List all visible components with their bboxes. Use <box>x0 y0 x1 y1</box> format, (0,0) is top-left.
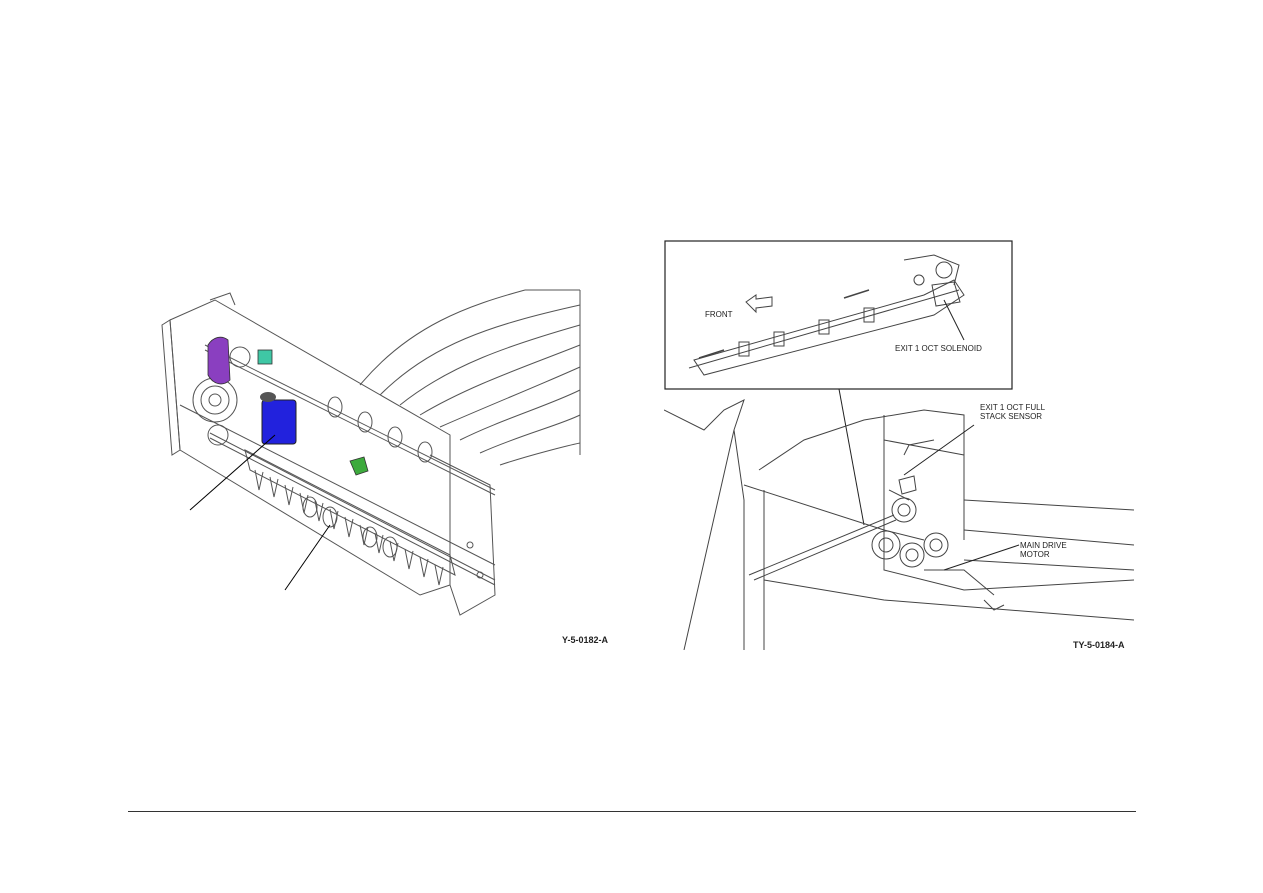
exit-module-diagram <box>150 285 590 650</box>
figure-id-left: Y-5-0182-A <box>562 635 609 645</box>
figure-id-right: TY-5-0184-A <box>1073 640 1125 650</box>
oct-mechanism-diagram <box>663 240 1139 651</box>
oct-mechanism-drawing <box>663 240 1135 651</box>
exit-module-drawing <box>161 289 581 616</box>
callout-exit-1-oct-solenoid: EXIT 1 OCT SOLENOID <box>895 344 982 353</box>
footer-rule <box>128 811 1136 812</box>
teal-sensor-highlight <box>257 349 273 365</box>
callout-main-drive-motor: MAIN DRIVE MOTOR <box>1020 541 1067 559</box>
leader-line-fingers <box>284 524 331 591</box>
purple-gear-highlight <box>207 336 231 385</box>
solenoid-plunger <box>260 392 276 402</box>
leader-line-solenoid <box>189 434 276 511</box>
green-sensor-highlight <box>349 456 369 476</box>
callout-exit-1-oct-full-stack-sensor: EXIT 1 OCT FULL STACK SENSOR <box>980 403 1046 421</box>
callout-front: FRONT <box>705 310 733 319</box>
blue-solenoid-highlight <box>261 399 297 445</box>
detail-inset-box <box>664 240 1013 390</box>
